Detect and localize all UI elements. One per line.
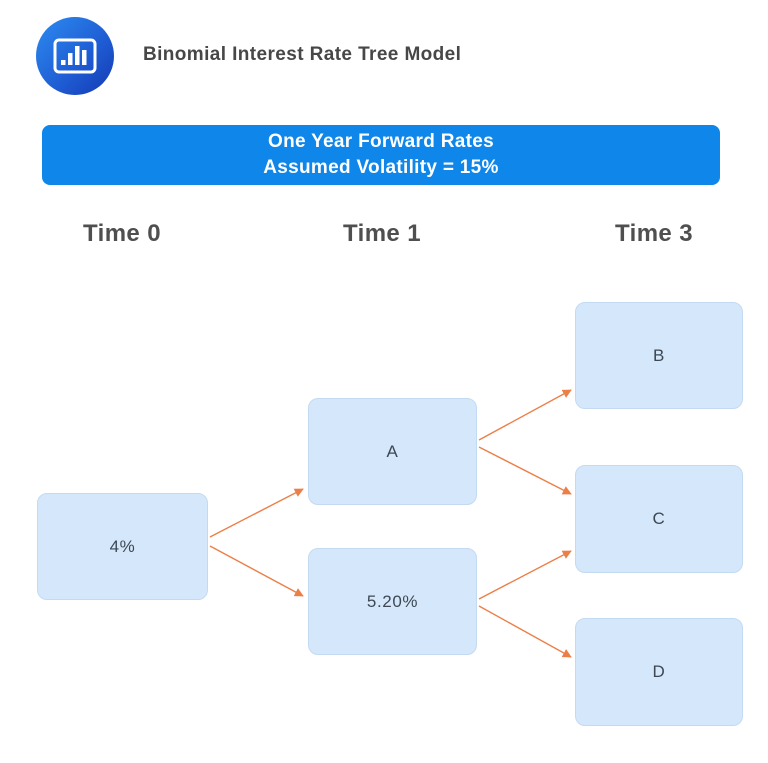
banner-line2: Assumed Volatility = 15%	[263, 157, 499, 178]
tree-node-label: B	[653, 345, 665, 365]
edge-A-to-B	[478, 389, 572, 441]
tree-node-label: 5.20%	[366, 591, 419, 611]
edge-4pct-to-A	[209, 488, 304, 538]
edge-5.20pct-to-C	[478, 550, 572, 600]
tree-node-time1-down: 5.20%	[308, 548, 477, 655]
tree-node-time3-down: D	[575, 618, 743, 726]
app-logo	[36, 17, 114, 95]
tree-node-time3-up: B	[575, 302, 743, 409]
tree-node-label: C	[652, 509, 666, 528]
column-header-time1: Time 1	[343, 220, 421, 247]
tree-node-time0: 4%	[37, 493, 208, 600]
tree-node-time1-up: A	[308, 398, 477, 505]
edge-5.20pct-to-D	[478, 605, 572, 658]
tree-node-time3-mid: C	[575, 465, 743, 573]
tree-node-label: A	[386, 441, 399, 461]
banner-line1: One Year Forward Rates	[268, 131, 494, 153]
edge-4pct-to-5.20pct	[209, 545, 304, 597]
page-title: Binomial Interest Rate Tree Model	[143, 44, 462, 65]
banner: One Year Forward Rates Assumed Volatilit…	[42, 125, 720, 185]
column-header-time3: Time 3	[615, 220, 693, 247]
bar-chart-icon	[53, 38, 97, 74]
edge-A-to-C	[478, 446, 572, 495]
tree-node-label: D	[652, 662, 666, 681]
column-header-time0: Time 0	[83, 220, 161, 247]
tree-node-label: 4%	[109, 536, 136, 556]
